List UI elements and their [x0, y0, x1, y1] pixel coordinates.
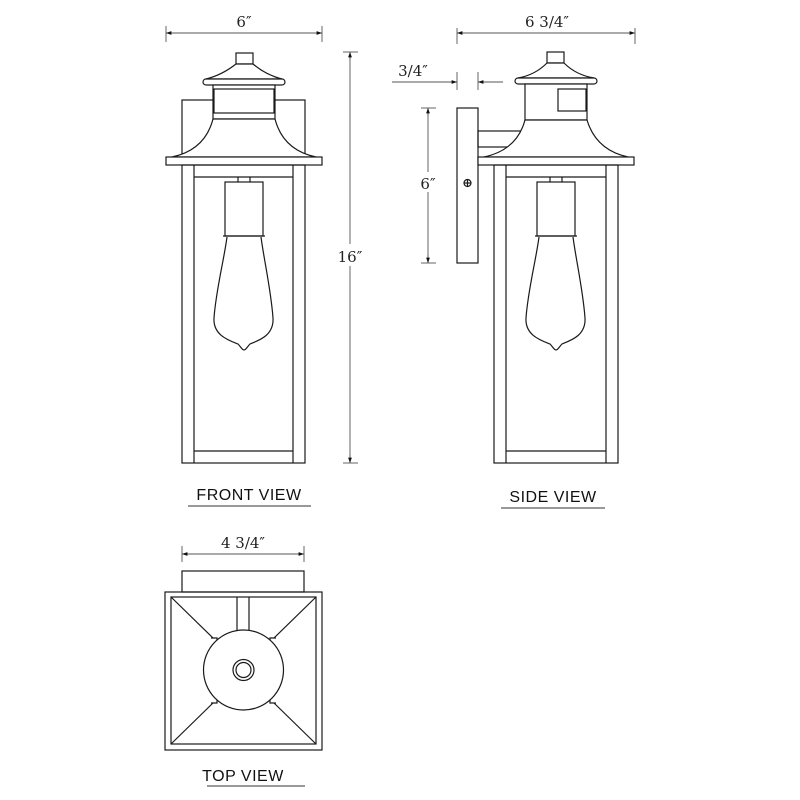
- side-bulb: [525, 236, 586, 351]
- top-view: 4 3/4″ TOP VIEW: [164, 534, 323, 787]
- top-finial-ring-outer: [232, 658, 255, 682]
- top-canopy-circle: [202, 629, 285, 711]
- front-cap-rim: [202, 78, 286, 86]
- top-width-label: 4 3/4″: [221, 534, 265, 552]
- height-dimension: 16″: [338, 51, 363, 464]
- offset-dimension: 3/4″: [392, 62, 503, 90]
- side-roof: [483, 119, 629, 158]
- side-brim: [477, 156, 635, 166]
- front-frame: [181, 164, 306, 464]
- side-socket: [536, 181, 576, 237]
- front-collar-band: [213, 88, 275, 114]
- top-finial-ring-inner: [235, 661, 252, 679]
- side-cap-roof: [517, 62, 595, 79]
- side-cap-rim: [514, 77, 598, 85]
- top-inner-square: [170, 596, 317, 745]
- front-cap-roof: [205, 63, 283, 80]
- top-view-label: TOP VIEW: [202, 768, 284, 785]
- front-knob: [235, 52, 254, 65]
- front-bulb: [213, 236, 274, 351]
- extension-dimension: 6 3/4″: [456, 13, 636, 44]
- motion-sensor-window: [557, 88, 587, 112]
- front-view: 6″: [165, 13, 363, 507]
- offset-label: 3/4″: [398, 62, 428, 80]
- front-brim: [165, 156, 323, 166]
- extension-label: 6 3/4″: [525, 13, 569, 31]
- front-width-dimension: 6″: [165, 13, 323, 42]
- height-label: 16″: [338, 248, 363, 266]
- front-collar: [212, 84, 276, 120]
- side-frame: [493, 164, 619, 464]
- front-socket: [224, 181, 264, 237]
- top-width-dimension: 4 3/4″: [181, 534, 305, 562]
- front-roof: [171, 118, 317, 158]
- mount-screw-icon: [463, 178, 472, 188]
- front-width-label: 6″: [236, 13, 252, 31]
- backplate-height-dimension: 6″: [420, 107, 436, 264]
- top-backplate: [181, 570, 305, 593]
- side-view: 6 3/4″ 3/4″ 6″: [392, 13, 636, 509]
- side-view-label: SIDE VIEW: [509, 489, 597, 506]
- side-knob: [546, 51, 565, 64]
- top-outer-square: [164, 591, 323, 751]
- backplate-height-label: 6″: [420, 175, 436, 193]
- front-view-label: FRONT VIEW: [196, 487, 302, 504]
